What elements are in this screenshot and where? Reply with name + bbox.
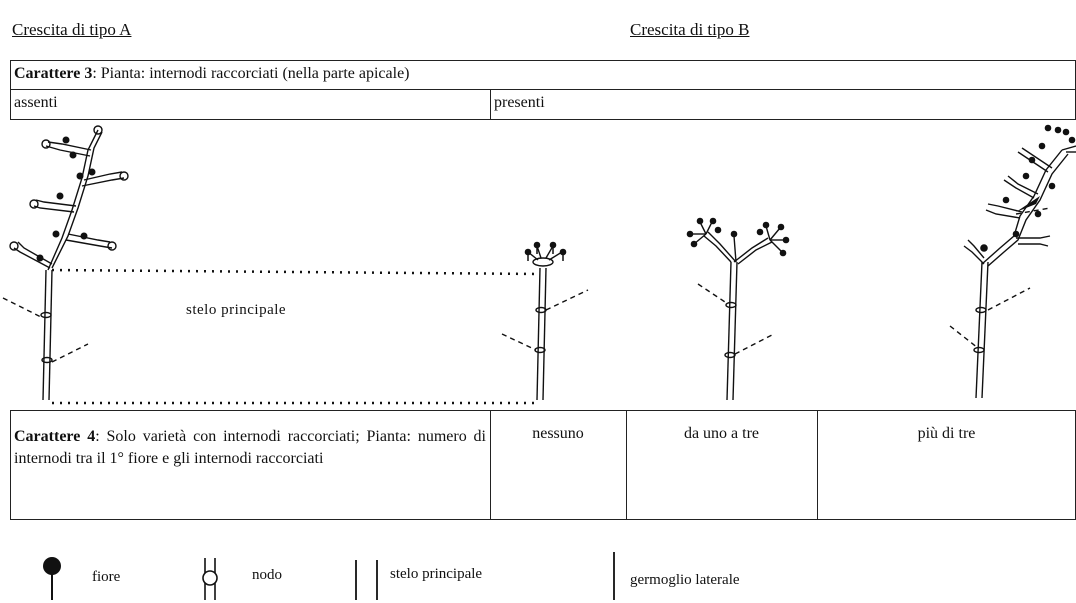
char4-title-bold: Carattere 4: [14, 428, 96, 445]
dotted-line: [51, 268, 541, 276]
char3-title-bold: Carattere 3: [14, 65, 93, 82]
plant-none: [501, 245, 589, 401]
main-stem-label: stelo principale: [186, 302, 287, 318]
char3-title-text: : Pianta: internodi raccorciati (nella p…: [92, 65, 410, 82]
char4-title-text: : Solo varietà con internodi raccorciati…: [14, 428, 487, 467]
divider: [10, 89, 1076, 90]
char3-option-present: presenti: [494, 94, 545, 111]
header-type-a: Crescita di tipo A: [12, 20, 132, 39]
char3-title: Carattere 3: Pianta: internodi raccorcia…: [14, 64, 410, 84]
char4-title: Carattere 4: Solo varietà con internodi …: [14, 426, 486, 470]
plant-more-than-three: [949, 145, 1076, 399]
divider: [626, 410, 627, 520]
char4-option-more-than-three: più di tre: [917, 425, 976, 442]
legend-main-stem-label: stelo principale: [390, 566, 483, 582]
char4-option-one-to-three: da uno a tre: [683, 425, 760, 442]
flower-icon: [43, 557, 61, 600]
divider: [490, 410, 491, 520]
legend-lateral-shoot-label: germoglio laterale: [630, 572, 740, 588]
legend-node-label: nodo: [252, 567, 282, 583]
char4-option-none: nessuno: [532, 425, 584, 442]
char3-option-absent: assenti: [14, 94, 58, 111]
header-type-b: Crescita di tipo B: [630, 20, 750, 39]
node-icon: [202, 558, 218, 600]
divider: [817, 410, 818, 520]
plant-type-a: [2, 125, 129, 401]
main-stem-icon: [355, 560, 378, 600]
plant-one-to-three: [690, 221, 786, 401]
legend-flower-label: fiore: [92, 569, 121, 585]
divider: [490, 89, 491, 120]
